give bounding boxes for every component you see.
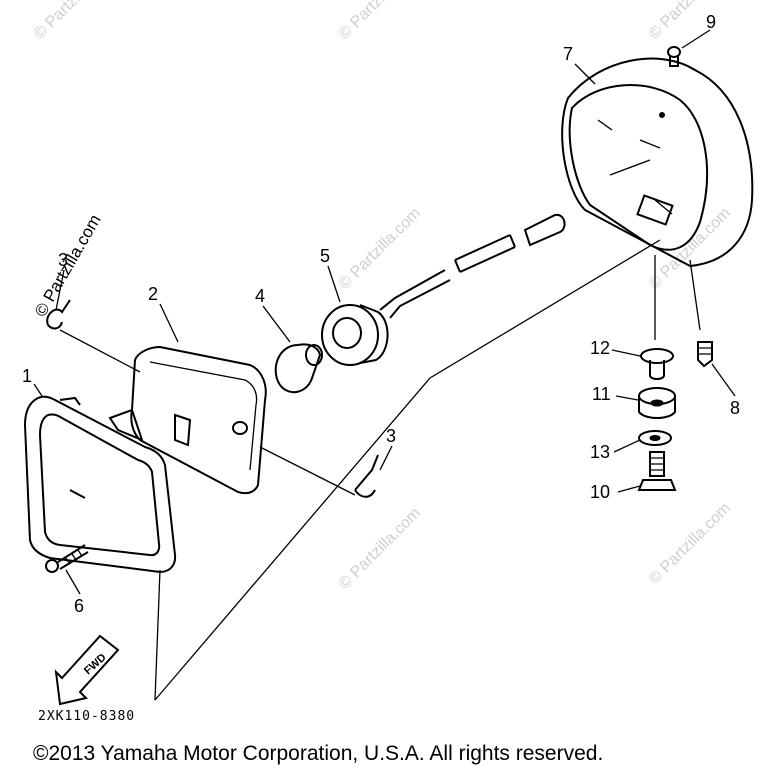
bulb-socket: [321, 304, 389, 366]
callout-1: 1: [22, 366, 32, 386]
copyright-notice: ©2013 Yamaha Motor Corporation, U.S.A. A…: [33, 742, 604, 765]
callout-6: 6: [74, 596, 84, 616]
callout-5: 5: [320, 246, 330, 266]
watermarks: © Partzilla.com © Partzilla.com © Partzi…: [31, 0, 734, 593]
bulb: [274, 343, 323, 394]
callout-2: 2: [148, 284, 158, 304]
lens-unit: [108, 345, 267, 495]
bolt: [697, 341, 713, 368]
watermark: © Partzilla.com: [336, 505, 424, 593]
callout-9: 9: [706, 12, 716, 32]
callout-8: 8: [730, 398, 740, 418]
callout-3: 3: [386, 426, 396, 446]
watermark: © Partzilla.com: [646, 500, 734, 588]
leader-lines: [59, 239, 701, 701]
callout-12: 12: [590, 338, 610, 358]
fwd-arrow: FWD: [54, 634, 120, 706]
callout-7: 7: [563, 44, 573, 64]
drawing-code: 2XK110-8380: [38, 709, 135, 724]
headlight-housing: [561, 57, 754, 268]
socket-wiring: [379, 213, 566, 319]
watermark: © Partzilla.com: [336, 0, 424, 43]
callout-13: 13: [590, 442, 610, 462]
watermark: © Partzilla.com: [646, 0, 734, 43]
spring-clips: [46, 299, 379, 498]
callout-10: 10: [590, 482, 610, 502]
mounting-hardware: [637, 348, 677, 491]
callout-11: 11: [592, 384, 611, 404]
callouts: 1 2 3 3 4 5 6 7 8 9 10 11 12 13: [22, 12, 740, 616]
callout-4: 4: [255, 286, 265, 306]
small-screw: [667, 46, 681, 67]
watermark: © Partzilla.com: [336, 205, 424, 293]
callout-3: 3: [58, 250, 68, 270]
watermark: © Partzilla.com: [31, 0, 119, 43]
callout-leaders: [33, 29, 736, 595]
screw: [45, 544, 89, 573]
headlight-rim: [23, 395, 177, 574]
